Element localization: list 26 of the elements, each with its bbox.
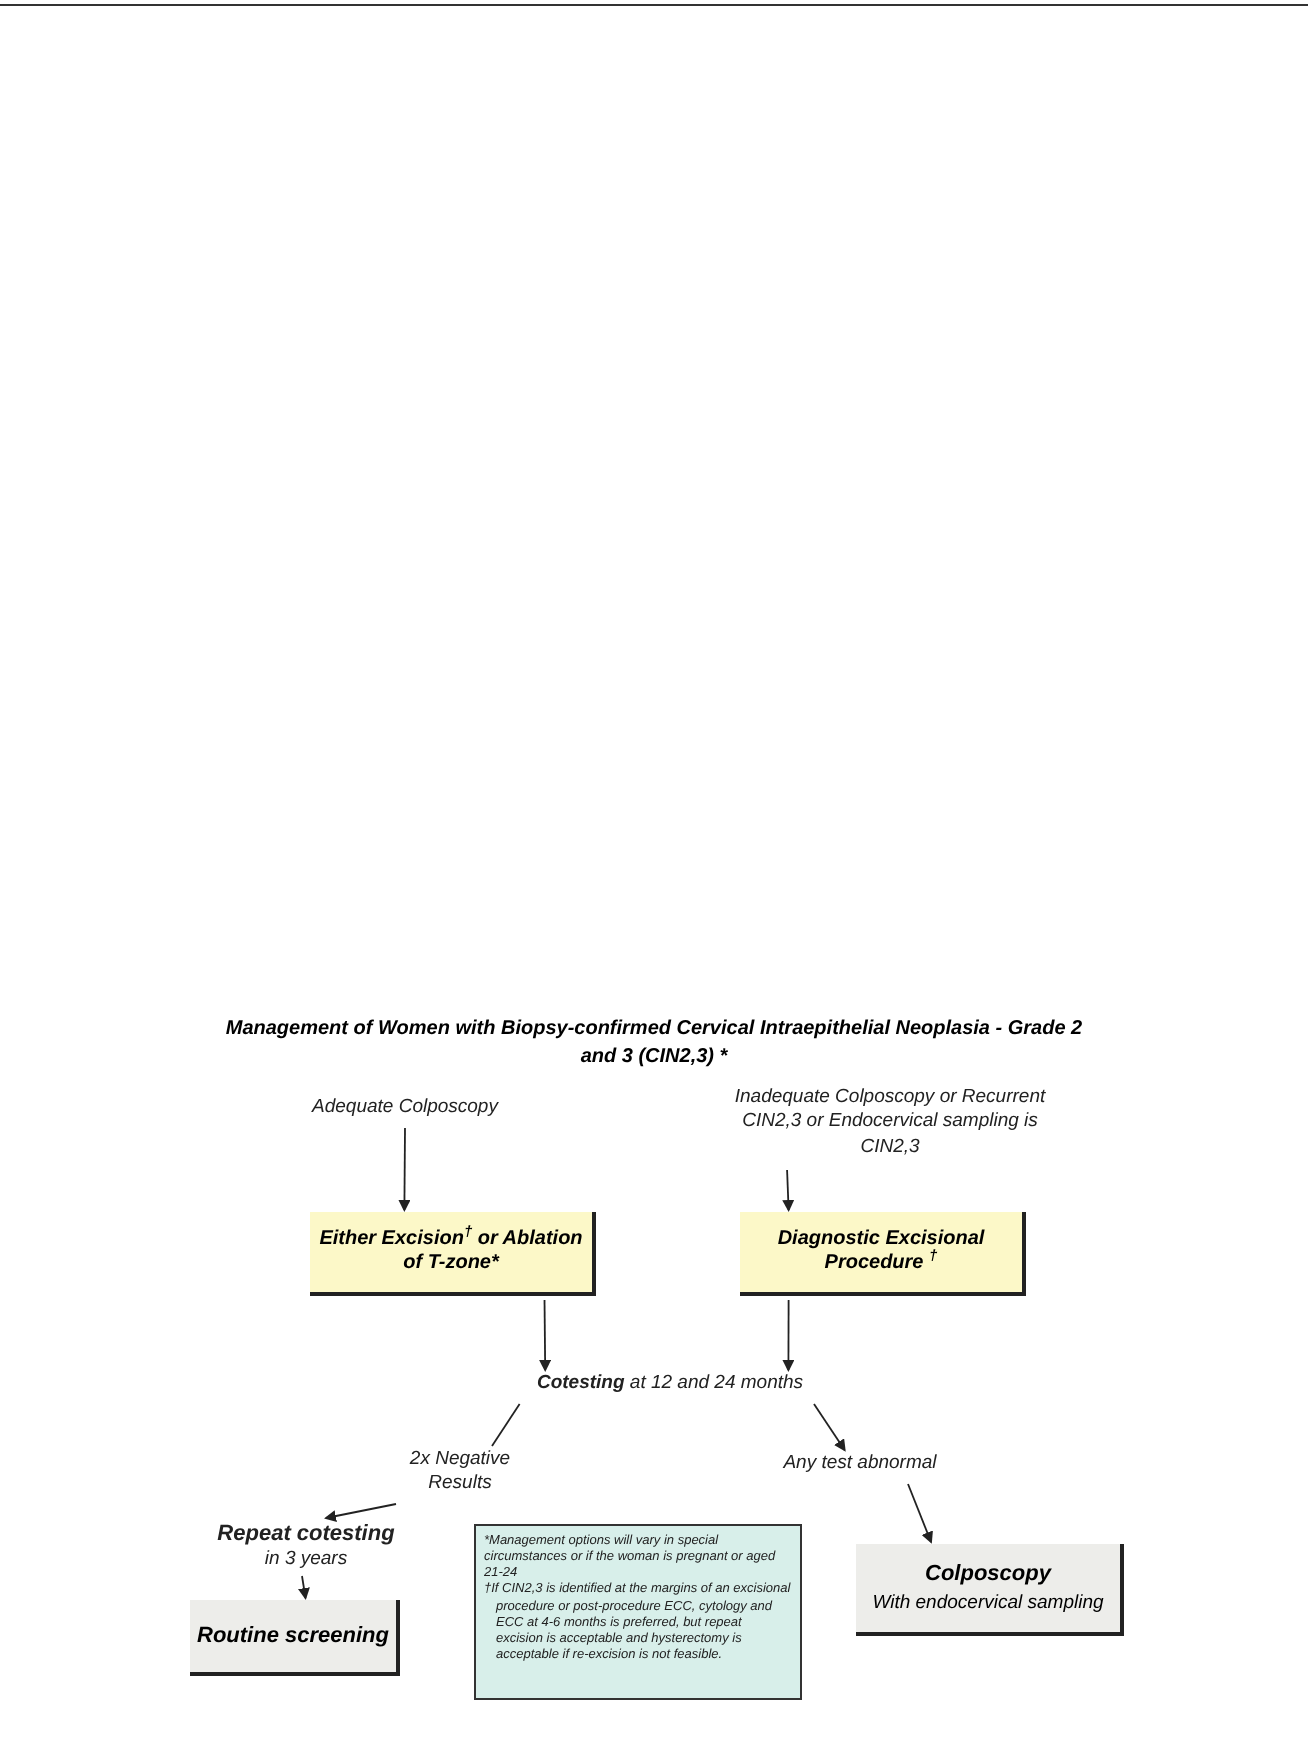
node-text: Any test abnormal <box>781 1452 939 1477</box>
node-text: With endocervical sampling <box>872 1590 1104 1619</box>
arrow <box>907 1483 933 1544</box>
node-text: 2x Negative Results <box>407 1448 513 1498</box>
node-text: Cotesting at 12 and 24 months <box>534 1372 806 1397</box>
note-box <box>474 1524 802 1700</box>
node-text: in 3 years <box>262 1548 350 1574</box>
arrow <box>782 1299 795 1372</box>
arrow <box>324 1503 397 1522</box>
diagram-title: Management of Women with Biopsy-confirmed Cervical Intraepithelial Neoplasia - Grade 2 and 3 (CIN2,3) * <box>224 1016 1084 1072</box>
node-text: Inadequate Colposcopy or Recurrent CIN2,3 or Endocervical sampling is CIN2,3 <box>732 1086 1048 1161</box>
node-text: Either Excision$^{†}$ or Ablation of T-zone* <box>317 1227 585 1277</box>
arrow <box>398 1127 411 1212</box>
process-box <box>190 1600 400 1676</box>
arrow <box>298 1575 310 1600</box>
node-text: Routine screening <box>197 1621 389 1652</box>
node-text: Diagnostic Excisional Procedure $^{†}$ <box>775 1227 987 1277</box>
process-box <box>310 1212 596 1296</box>
arrow <box>813 1403 846 1452</box>
node-text: Adequate Colposcopy <box>309 1096 501 1121</box>
node-text: Repeat cotesting <box>215 1520 397 1549</box>
process-box <box>856 1544 1124 1636</box>
arrow <box>782 1169 795 1212</box>
process-box <box>740 1212 1026 1296</box>
node-text: Colposcopy <box>925 1559 1051 1590</box>
arrow <box>539 1299 552 1372</box>
